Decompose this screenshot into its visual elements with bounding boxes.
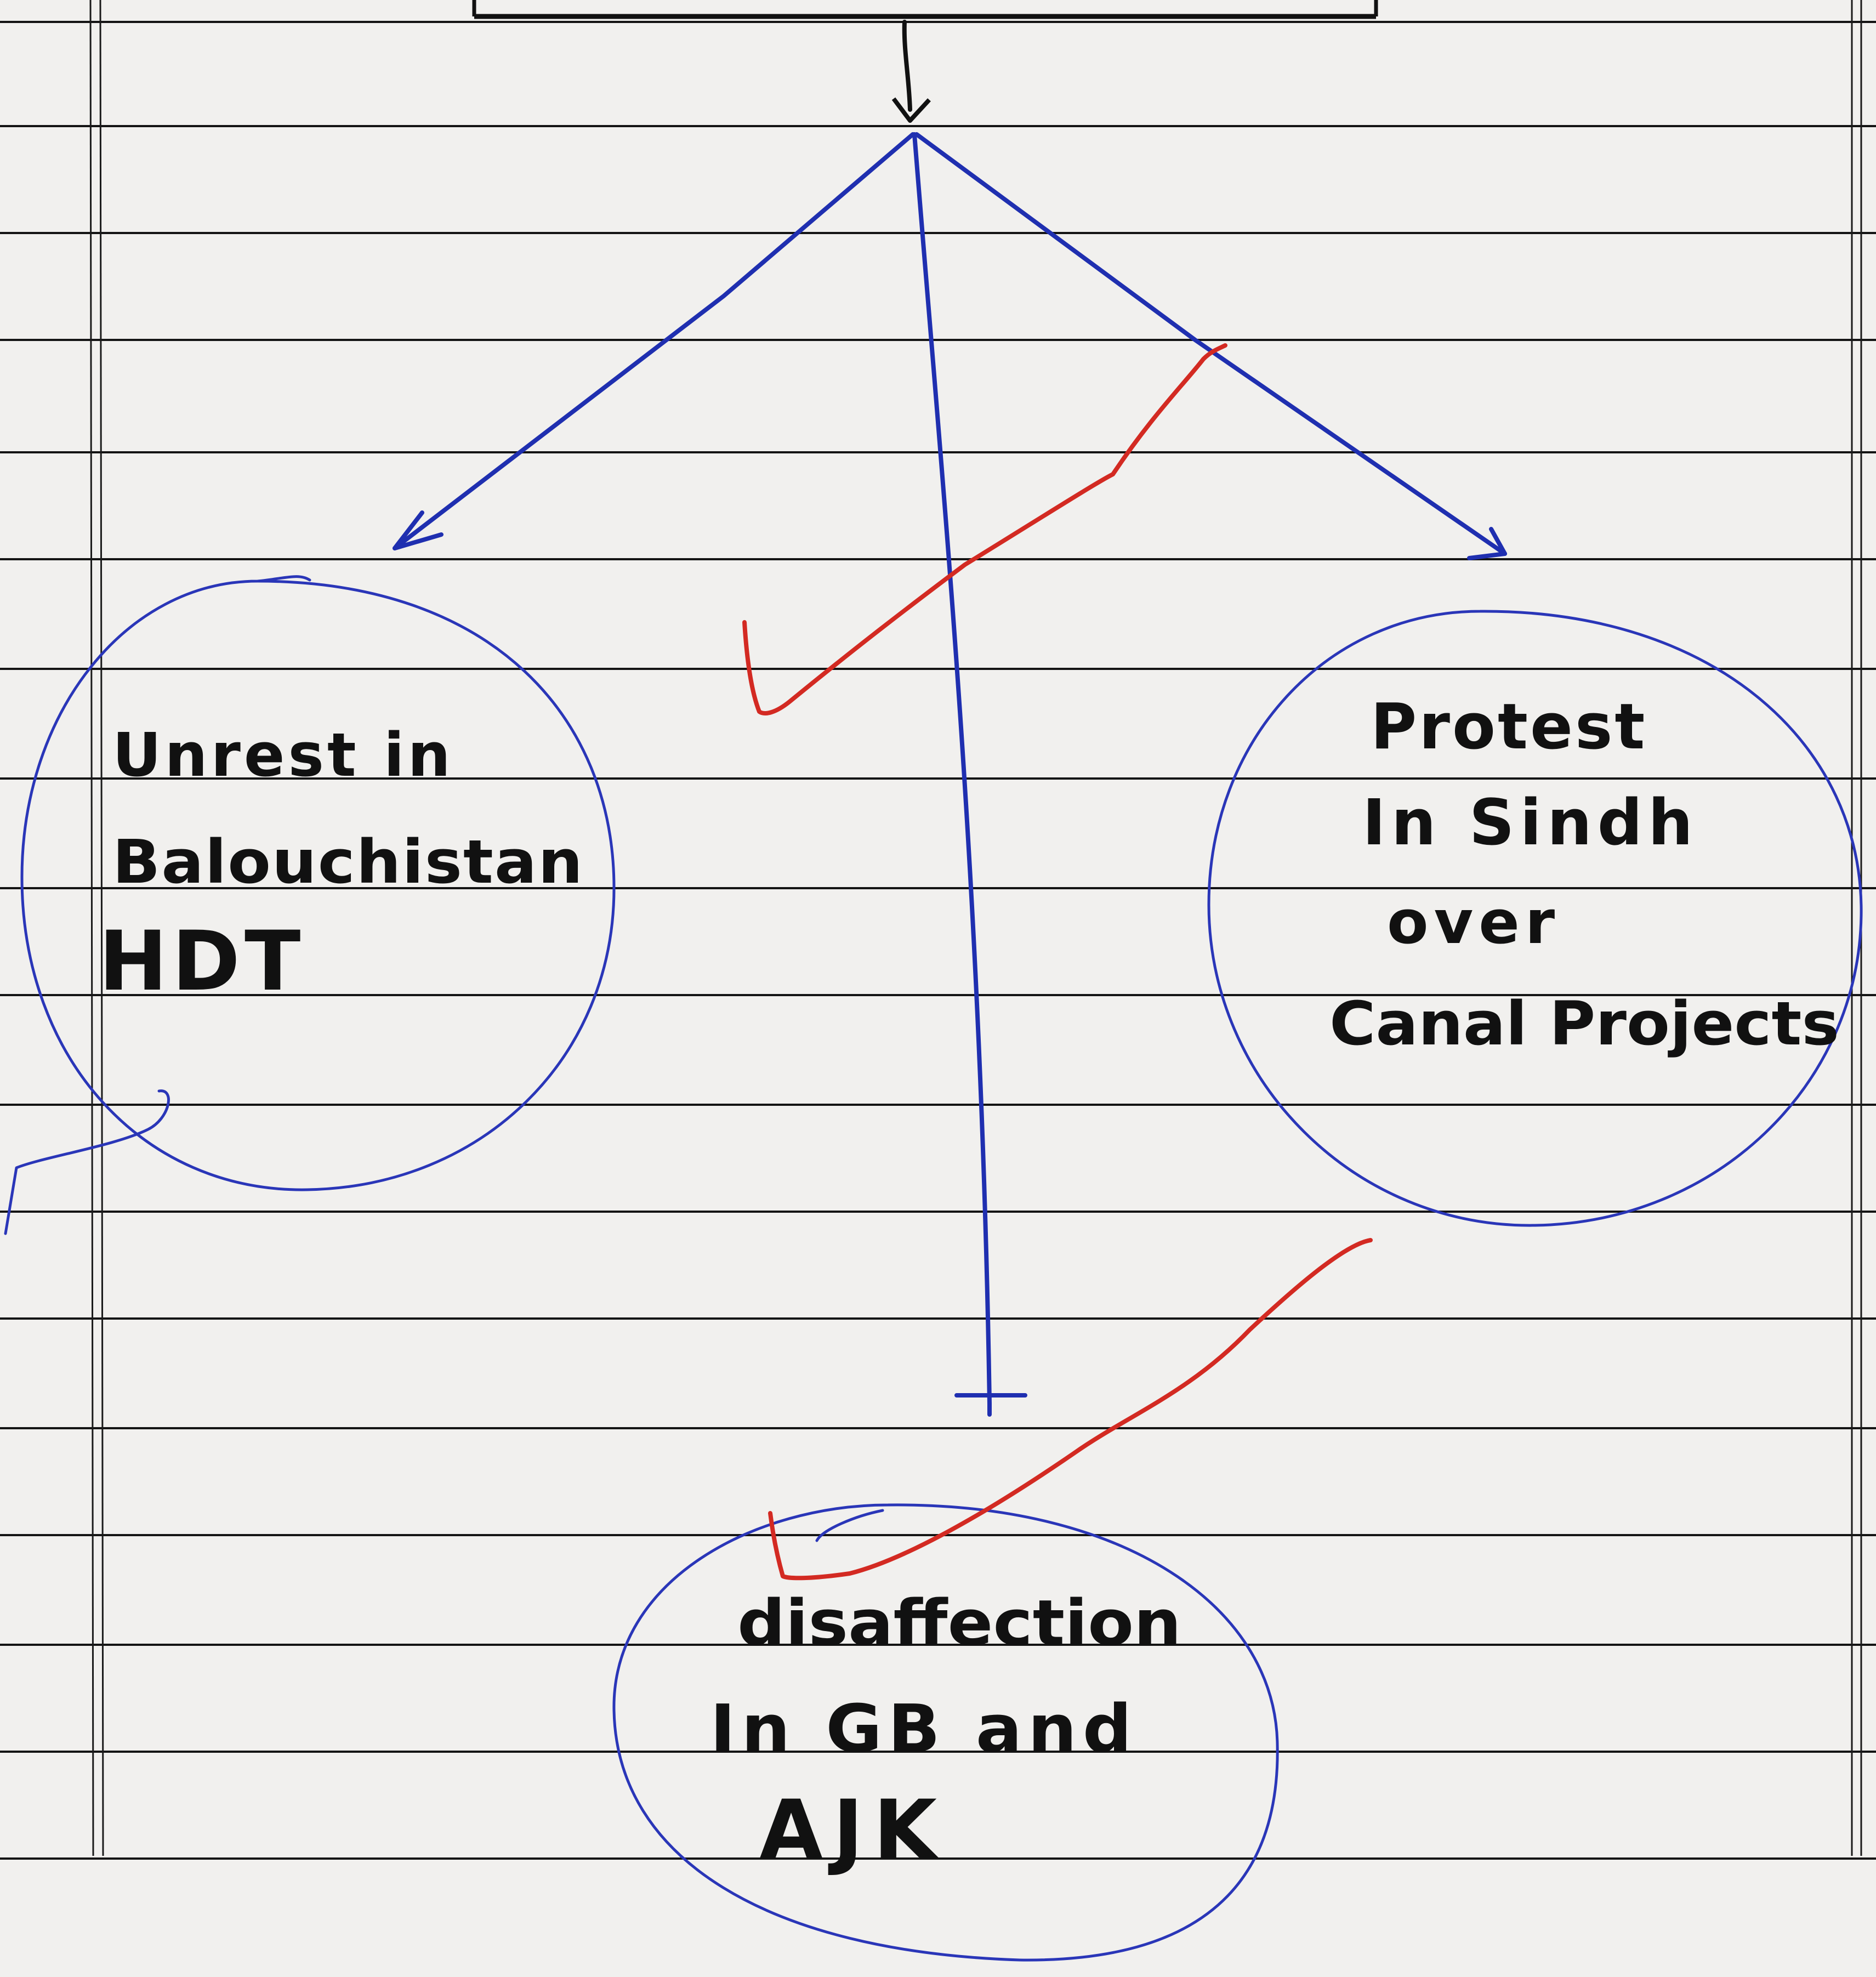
node-right-line-3: over <box>1387 887 1560 957</box>
right-node-circle <box>1207 610 1863 1227</box>
node-bottom-line-2: In GB and <box>710 1691 1138 1768</box>
node-left-line-2: Balouchistan <box>112 827 584 897</box>
branch-arrows <box>393 132 1507 1417</box>
node-circles <box>4 575 1863 1962</box>
margin-lines <box>89 0 1862 1856</box>
node-left-line-3: HDT <box>99 914 305 1009</box>
node-right-line-2: In Sindh <box>1362 786 1698 860</box>
node-right-line-1: Protest <box>1371 690 1647 764</box>
node-bottom-text: disaffection In GB and AJK <box>710 1587 1181 1878</box>
bottom-node-circle <box>612 1503 1279 1962</box>
node-right-text: Protest In Sindh over Canal Projects <box>1329 690 1839 1059</box>
node-bottom-line-3: AJK <box>759 1783 947 1878</box>
red-check-marks <box>742 343 1373 1581</box>
top-box-edge <box>472 0 1378 19</box>
node-left-text: Unrest in Balouchistan HDT <box>99 720 584 1009</box>
red-check-1 <box>742 343 1227 715</box>
red-check-2 <box>768 1238 1373 1581</box>
node-bottom-line-1: disaffection <box>737 1587 1181 1660</box>
left-node-circle <box>20 575 616 1191</box>
connector-arrow <box>891 20 931 123</box>
ruled-lines <box>0 21 1876 1860</box>
node-left-line-1: Unrest in <box>112 720 454 790</box>
node-right-line-4: Canal Projects <box>1329 988 1839 1059</box>
